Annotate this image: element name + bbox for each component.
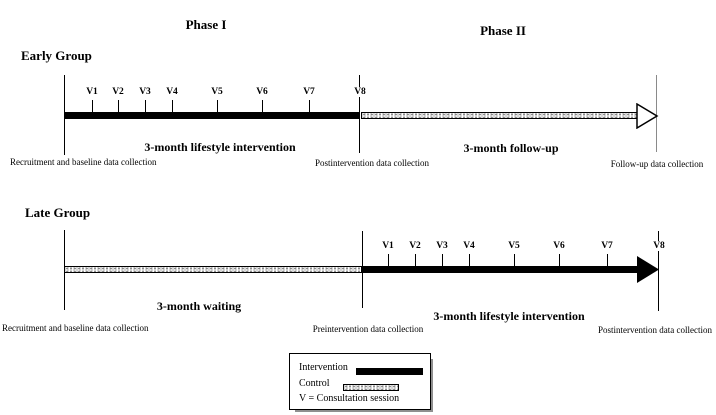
late-interval-1-label: 3-month waiting [156, 299, 242, 313]
late-tick-v1 [388, 254, 389, 266]
early-tick-v5 [217, 100, 218, 112]
late-tick-v6 [559, 254, 560, 266]
early-visit-label-v7: V7 [303, 87, 315, 97]
legend-intervention-sample-bar [356, 368, 423, 375]
late-group-label: Late Group [25, 205, 91, 220]
late-visit-label-v5: V5 [508, 241, 520, 251]
early-visit-label-v5: V5 [211, 87, 223, 97]
late-visit-label-v7: V7 [601, 241, 613, 251]
early-visit-label-v4: V4 [166, 87, 178, 97]
late-tick-v5 [514, 254, 515, 266]
legend-box: Intervention Control V = Consultation se… [289, 353, 431, 410]
early-milestone-postintervention: Postintervention data collection [315, 158, 429, 168]
early-visit-label-v1: V1 [86, 87, 98, 97]
late-visit-label-v6: V6 [553, 241, 565, 251]
late-visit-label-v2: V2 [409, 241, 421, 251]
early-tick-v1 [92, 100, 93, 112]
early-tick-v3 [145, 100, 146, 112]
late-visit-label-v3: V3 [436, 241, 448, 251]
late-tick-v4 [469, 254, 470, 266]
late-visit-label-v1: V1 [382, 241, 394, 251]
early-visit-label-v3: V3 [139, 87, 151, 97]
phase-2-title: Phase II [480, 23, 526, 38]
phase-1-title: Phase I [185, 17, 227, 32]
early-intervention-bar [64, 112, 360, 119]
early-interval-1-label: 3-month lifestyle intervention [144, 140, 296, 154]
late-milestone-recruitment: Recruitment and baseline data collection [2, 323, 149, 333]
early-tick-v6 [262, 100, 263, 112]
early-tick-v4 [172, 100, 173, 112]
legend-intervention-label: Intervention [299, 362, 348, 373]
legend-control-sample-bar [343, 384, 399, 391]
late-interval-2-label: 3-month lifestyle intervention [433, 309, 585, 323]
late-visit-label-v8: V8 [648, 241, 670, 251]
legend-control-label: Control [299, 378, 330, 389]
early-tick-v7 [309, 100, 310, 112]
late-visit-label-v4: V4 [463, 241, 475, 251]
early-followup-arrowhead-icon [636, 103, 659, 129]
late-tick-v2 [415, 254, 416, 266]
early-visit-label-v2: V2 [112, 87, 124, 97]
early-group-label: Early Group [21, 48, 92, 63]
late-tick-v7 [607, 254, 608, 266]
legend-consultation-note: V = Consultation session [299, 393, 400, 404]
late-intervention-bar [362, 266, 640, 273]
late-milestone-postintervention: Postintervention data collection [598, 325, 712, 335]
early-milestone-followup: Follow-up data collection [610, 159, 704, 169]
early-followup-divider-line [656, 75, 657, 152]
late-postintervention-divider-line [658, 231, 659, 311]
late-tick-v3 [442, 254, 443, 266]
early-visit-label-v6: V6 [256, 87, 268, 97]
early-tick-v2 [118, 100, 119, 112]
early-milestone-recruitment: Recruitment and baseline data collection [10, 157, 157, 167]
early-followup-control-bar [361, 112, 640, 119]
early-interval-2-label: 3-month follow-up [463, 141, 559, 155]
late-milestone-preintervention: Preintervention data collection [312, 324, 424, 334]
early-visit-label-v8: V8 [349, 87, 371, 97]
late-waiting-control-bar [64, 266, 362, 273]
late-intervention-arrowhead-icon [637, 256, 659, 283]
